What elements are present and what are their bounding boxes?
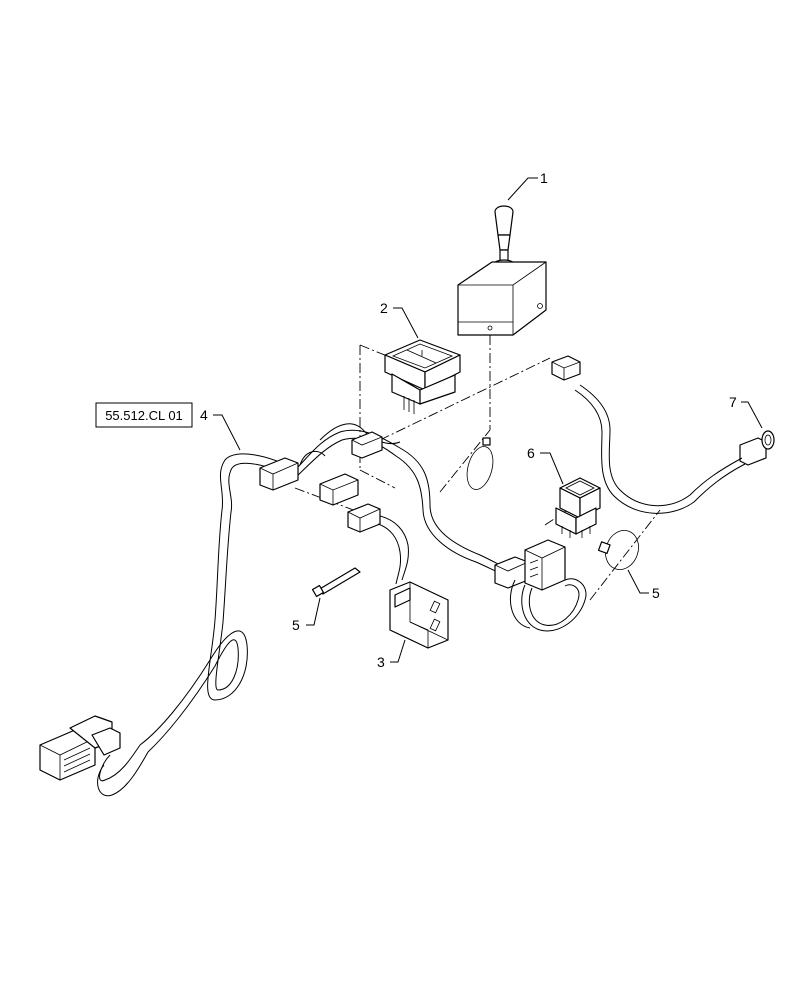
rocker-switch-part: [555, 477, 601, 538]
leader-lines: [213, 177, 763, 663]
cable-tie-loop-right: [597, 530, 639, 570]
callout-3: 3: [377, 654, 385, 670]
cable-tie-loop-center: [466, 437, 494, 490]
wire-harness-part: [39, 423, 587, 797]
callout-6: 6: [527, 445, 535, 461]
cable-tie-left: [311, 567, 361, 598]
sensor-part: [551, 355, 775, 514]
callout-1: 1: [540, 170, 548, 186]
bracket-part: [389, 581, 449, 649]
switch-panel-part: [384, 339, 461, 414]
callout-4: 4: [200, 407, 208, 423]
callout-5-left: 5: [292, 617, 300, 633]
joystick-part: [457, 205, 547, 336]
reference-box-text[interactable]: 55.512.CL 01: [105, 408, 183, 423]
callout-5-right: 5: [652, 585, 660, 601]
callout-7: 7: [729, 394, 737, 410]
callouts: 1 2 3 4 5 5 6 7: [200, 170, 737, 670]
assembly-centerlines: [294, 335, 661, 601]
reference-box[interactable]: 55.512.CL 01: [95, 402, 193, 428]
callout-2: 2: [380, 300, 388, 316]
